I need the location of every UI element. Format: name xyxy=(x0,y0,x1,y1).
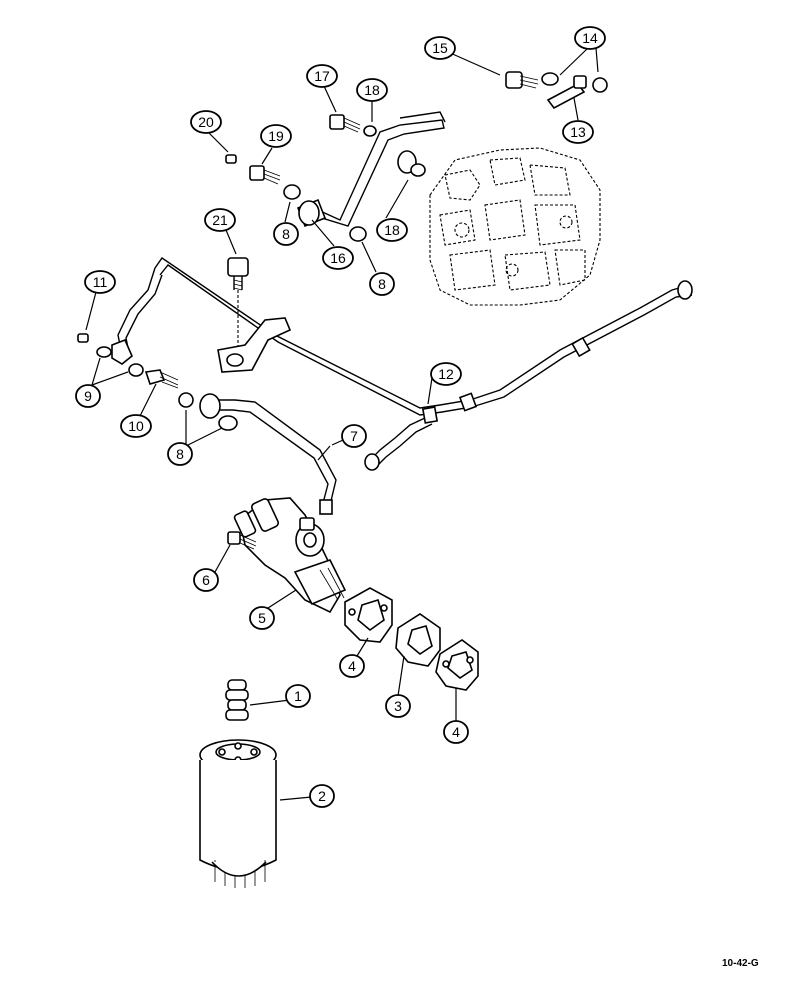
callout-19: 19 xyxy=(260,124,292,148)
callout-17: 17 xyxy=(306,64,338,88)
callout-8-top: 8 xyxy=(273,222,299,246)
svg-text:13: 13 xyxy=(570,124,586,140)
banjo-bolts-upper xyxy=(225,71,608,242)
svg-text:14: 14 xyxy=(582,30,598,46)
svg-text:20: 20 xyxy=(198,114,214,130)
svg-text:6: 6 xyxy=(202,572,210,588)
svg-text:19: 19 xyxy=(268,128,284,144)
svg-text:10: 10 xyxy=(128,418,144,434)
callout-21: 21 xyxy=(204,208,236,232)
svg-text:8: 8 xyxy=(282,226,290,242)
svg-text:18: 18 xyxy=(364,82,380,98)
filter-adapter xyxy=(225,679,249,721)
leader-lines xyxy=(85,47,599,801)
callout-9: 9 xyxy=(75,384,101,408)
callout-16: 16 xyxy=(322,246,354,270)
svg-text:7: 7 xyxy=(350,428,358,444)
svg-text:1: 1 xyxy=(294,688,302,704)
callout-5: 5 xyxy=(249,606,275,630)
svg-text:16: 16 xyxy=(330,250,346,266)
lift-pump xyxy=(227,497,347,614)
callout-14: 14 xyxy=(574,26,606,50)
callout-18-top: 18 xyxy=(356,78,388,102)
left-fittings xyxy=(77,333,238,431)
callout-1: 1 xyxy=(285,684,311,708)
callout-12: 12 xyxy=(430,362,462,386)
callout-4-right: 4 xyxy=(443,720,469,744)
callout-8-low: 8 xyxy=(167,442,193,466)
feed-pipe xyxy=(199,393,337,515)
svg-text:9: 9 xyxy=(84,388,92,404)
fuel-filter xyxy=(199,739,277,888)
svg-text:15: 15 xyxy=(432,40,448,56)
svg-text:2: 2 xyxy=(318,788,326,804)
bracket-and-bolt xyxy=(217,257,292,373)
figure-code: 10-42-G xyxy=(722,958,759,969)
svg-text:12: 12 xyxy=(438,366,454,382)
svg-text:8: 8 xyxy=(176,446,184,462)
callout-4-left: 4 xyxy=(339,654,365,678)
svg-text:3: 3 xyxy=(394,698,402,714)
svg-text:4: 4 xyxy=(348,658,356,674)
svg-text:11: 11 xyxy=(93,274,108,290)
callout-11: 11 xyxy=(84,270,116,294)
svg-text:17: 17 xyxy=(314,68,330,84)
svg-text:4: 4 xyxy=(452,724,460,740)
callout-13: 13 xyxy=(562,120,594,144)
callout-15: 15 xyxy=(424,36,456,60)
injection-pump xyxy=(429,147,601,306)
callout-7: 7 xyxy=(341,424,367,448)
fuel-rail-pipe xyxy=(111,257,693,471)
svg-text:21: 21 xyxy=(212,212,228,228)
callout-6: 6 xyxy=(193,568,219,592)
callout-2: 2 xyxy=(309,784,335,808)
callout-10: 10 xyxy=(120,414,152,438)
svg-text:5: 5 xyxy=(258,610,266,626)
callout-18-right: 18 xyxy=(376,218,408,242)
return-pipe-upper xyxy=(296,111,446,228)
callout-3: 3 xyxy=(385,694,411,718)
callout-8-mid: 8 xyxy=(369,272,395,296)
svg-text:8: 8 xyxy=(378,276,386,292)
svg-text:18: 18 xyxy=(384,222,400,238)
callout-20: 20 xyxy=(190,110,222,134)
gaskets xyxy=(344,587,479,691)
